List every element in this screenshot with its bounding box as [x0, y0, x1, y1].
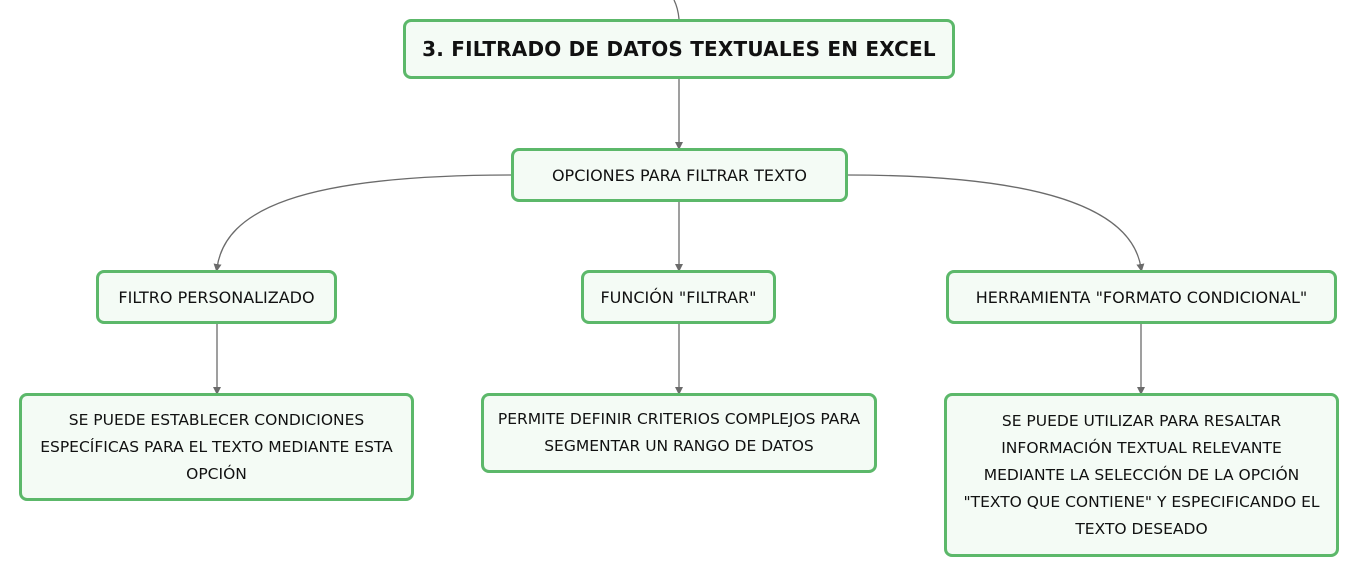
- subtopic-node[interactable]: OPCIONES PARA FILTRAR TEXTO: [511, 148, 848, 202]
- branch-label: HERRAMIENTA "FORMATO CONDICIONAL": [975, 287, 1308, 307]
- branch-node-filtro-personalizado[interactable]: FILTRO PERSONALIZADO: [96, 270, 337, 324]
- detail-text: SE PUEDE UTILIZAR PARA RESALTAR INFORMAC…: [963, 411, 1320, 538]
- detail-node-filtro-personalizado[interactable]: SE PUEDE ESTABLECER CONDICIONES ESPECÍFI…: [19, 393, 414, 501]
- detail-text: PERMITE DEFINIR CRITERIOS COMPLEJOS PARA…: [497, 410, 861, 455]
- detail-node-funcion-filtrar[interactable]: PERMITE DEFINIR CRITERIOS COMPLEJOS PARA…: [481, 393, 877, 473]
- branch-node-funcion-filtrar[interactable]: FUNCIÓN "FILTRAR": [581, 270, 776, 324]
- main-title-text: 3. FILTRADO DE DATOS TEXTUALES EN EXCEL: [422, 37, 936, 61]
- detail-text: SE PUEDE ESTABLECER CONDICIONES ESPECÍFI…: [40, 410, 393, 483]
- connector-subtopic-to-branch-3: [846, 174, 1145, 272]
- branch-label: FUNCIÓN "FILTRAR": [600, 287, 757, 307]
- connector-subtopic-to-branch-1: [213, 174, 513, 272]
- subtopic-text: OPCIONES PARA FILTRAR TEXTO: [551, 165, 808, 185]
- detail-node-formato-condicional[interactable]: SE PUEDE UTILIZAR PARA RESALTAR INFORMAC…: [944, 393, 1339, 557]
- main-title-node[interactable]: 3. FILTRADO DE DATOS TEXTUALES EN EXCEL: [403, 19, 955, 79]
- branch-node-formato-condicional[interactable]: HERRAMIENTA "FORMATO CONDICIONAL": [946, 270, 1337, 324]
- connector-parent-to-title: [673, 0, 680, 20]
- branch-label: FILTRO PERSONALIZADO: [118, 287, 315, 307]
